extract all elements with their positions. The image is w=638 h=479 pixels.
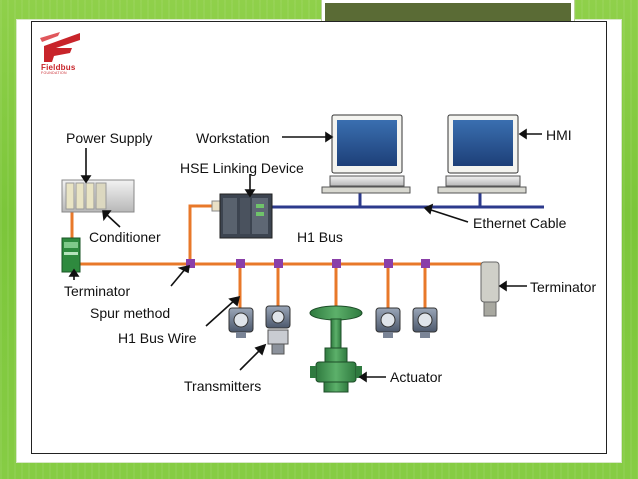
label-h1-bus-wire: H1 Bus Wire [118, 330, 197, 346]
fieldbus-logo-icon [40, 32, 80, 62]
label-terminator-right: Terminator [530, 279, 597, 295]
terminator-right-icon [480, 261, 500, 317]
label-actuator: Actuator [390, 369, 443, 385]
label-hmi: HMI [546, 127, 572, 143]
label-workstation: Workstation [196, 130, 270, 146]
logo-text: Fieldbus [41, 63, 76, 72]
hmi-icon [437, 114, 527, 194]
label-transmitters: Transmitters [184, 378, 262, 394]
conditioner-icon [61, 237, 81, 273]
label-ethernet-cable: Ethernet Cable [473, 215, 567, 231]
label-hse-linking-device: HSE Linking Device [180, 160, 304, 176]
label-h1-bus: H1 Bus [297, 229, 343, 245]
hse-linking-device-icon [211, 193, 273, 239]
label-spur-method: Spur method [90, 305, 171, 321]
label-conditioner: Conditioner [89, 229, 161, 245]
spur-connectors [186, 259, 430, 268]
workstation-icon [321, 114, 411, 194]
transmitter-icon [228, 307, 254, 338]
logo-tagline: FOUNDATION [41, 71, 67, 75]
transmitter-icon [375, 307, 401, 338]
label-arrows [68, 128, 542, 383]
transmitter-icon [265, 305, 291, 355]
actuator-icon [309, 305, 363, 393]
ethernet-cable [271, 192, 544, 209]
label-power-supply: Power Supply [66, 130, 153, 146]
transmitter-icon [412, 307, 438, 338]
label-terminator-left: Terminator [64, 283, 131, 299]
power-supply-icon [61, 179, 135, 213]
